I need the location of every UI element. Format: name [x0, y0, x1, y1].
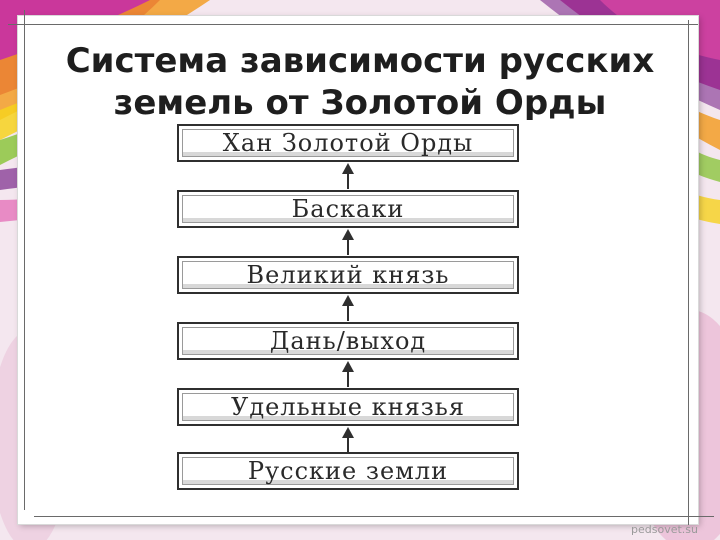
- title-line-2: земель от Золотой Орды: [113, 83, 607, 120]
- arrow-up-icon: [342, 229, 354, 255]
- frame-right-line: [688, 20, 689, 525]
- arrow-up-icon: [342, 361, 354, 387]
- slide-title: Система зависимости русских земель от Зо…: [0, 40, 720, 120]
- arrow-up-icon: [342, 427, 354, 453]
- frame-top-line: [8, 24, 698, 25]
- arrow-up-icon: [342, 163, 354, 189]
- watermark: pedsovet.su: [631, 523, 698, 536]
- box-grand-prince: Великий князь: [177, 256, 519, 294]
- box-appanage-princes: Удельные князья: [177, 388, 519, 426]
- box-khan: Хан Золотой Орды: [177, 124, 519, 162]
- box-tribute: Дань/выход: [177, 322, 519, 360]
- frame-left-line: [24, 10, 25, 510]
- title-line-1: Система зависимости русских: [65, 41, 655, 81]
- frame-bottom-line: [34, 516, 714, 517]
- box-russian-lands: Русские земли: [177, 452, 519, 490]
- box-baskaki: Баскаки: [177, 190, 519, 228]
- arrow-up-icon: [342, 295, 354, 321]
